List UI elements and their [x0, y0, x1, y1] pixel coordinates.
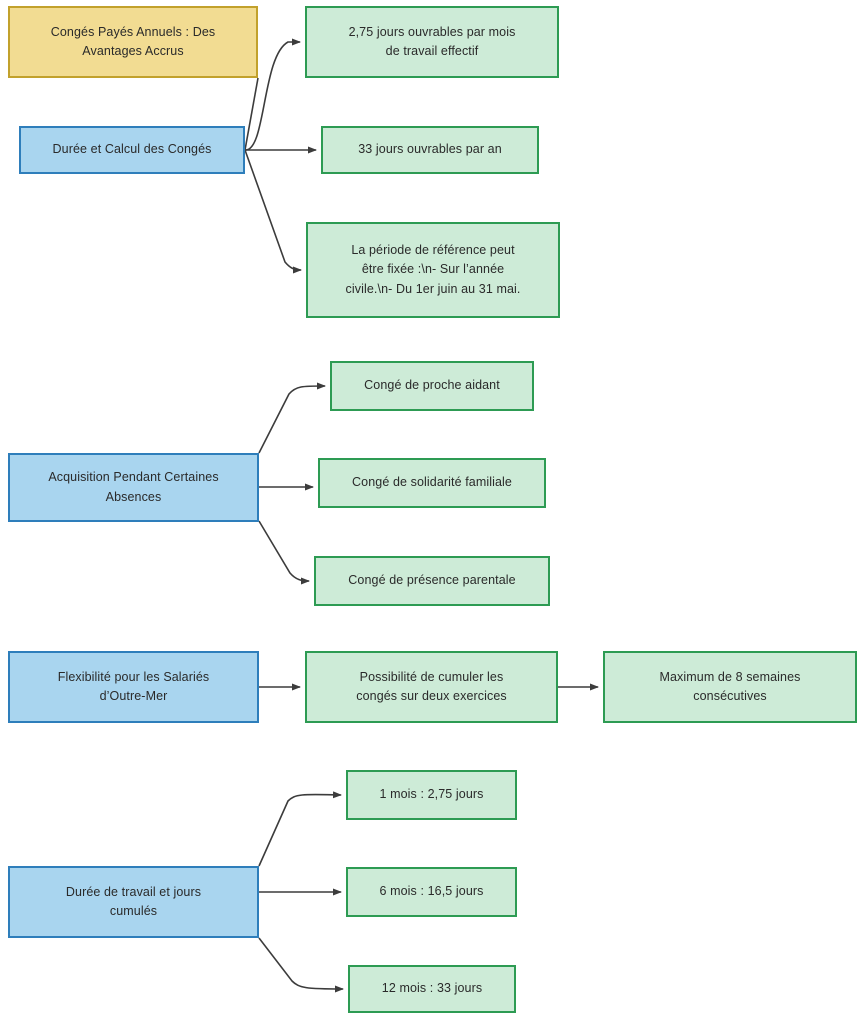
node-label: 12 mois : 33 jours	[381, 981, 483, 996]
node-detail-conge-proche-aidant[interactable]: Congé de proche aidant	[330, 361, 534, 411]
node-label: 2,75 jours ouvrables par mois de travail…	[348, 24, 516, 58]
node-detail-1-mois[interactable]: 1 mois : 2,75 jours	[346, 770, 517, 820]
node-label: 33 jours ouvrables par an	[358, 142, 502, 157]
edge-cat_cumules-to-d_12mois	[258, 937, 344, 993]
node-category-acquisition-absences[interactable]: Acquisition Pendant Certaines Absences	[8, 453, 259, 522]
node-label: Durée de travail et jours cumulés	[65, 884, 202, 918]
edge-cat_duree-to-root	[244, 77, 259, 151]
node-label: Congés Payés Annuels : Des Avantages Acc…	[50, 24, 216, 58]
node-label: 1 mois : 2,75 jours	[379, 787, 484, 802]
node-category-flexibilite-outre-mer[interactable]: Flexibilité pour les Salariés d’Outre-Me…	[8, 651, 259, 723]
node-label: Possibilité de cumuler les congés sur de…	[356, 669, 507, 703]
node-detail-33-jours[interactable]: 33 jours ouvrables par an	[321, 126, 539, 174]
node-label: Congé de solidarité familiale	[352, 475, 512, 490]
node-detail-275-jours[interactable]: 2,75 jours ouvrables par mois de travail…	[305, 6, 559, 78]
node-detail-conge-solidarite-familiale[interactable]: Congé de solidarité familiale	[318, 458, 546, 508]
edge-cat_duree-to-d_periode	[244, 149, 302, 274]
node-detail-6-mois[interactable]: 6 mois : 16,5 jours	[346, 867, 517, 917]
node-label: La période de référence peut être fixée …	[345, 242, 521, 296]
node-detail-cumuler-conges[interactable]: Possibilité de cumuler les congés sur de…	[305, 651, 558, 723]
node-root[interactable]: Congés Payés Annuels : Des Avantages Acc…	[8, 6, 258, 78]
node-detail-periode-reference[interactable]: La période de référence peut être fixée …	[306, 222, 560, 318]
edge-cat_absences-to-d_proche	[258, 382, 326, 454]
node-detail-12-mois[interactable]: 12 mois : 33 jours	[348, 965, 516, 1013]
edge-cat_absences-to-d_parentale	[258, 520, 310, 585]
node-label: Durée et Calcul des Congés	[52, 142, 212, 157]
node-label: 6 mois : 16,5 jours	[379, 884, 484, 899]
node-category-duree-travail-jours-cumules[interactable]: Durée de travail et jours cumulés	[8, 866, 259, 938]
node-detail-maximum-8-semaines[interactable]: Maximum de 8 semaines consécutives	[603, 651, 857, 723]
node-label: Acquisition Pendant Certaines Absences	[48, 470, 219, 504]
node-label: Maximum de 8 semaines consécutives	[659, 669, 801, 703]
edge-paths	[244, 38, 599, 993]
node-category-duree-calcul[interactable]: Durée et Calcul des Congés	[19, 126, 245, 174]
edge-cat_cumules-to-d_1mois	[258, 791, 342, 867]
node-label: Flexibilité pour les Salariés d’Outre-Me…	[57, 669, 210, 703]
node-label: Congé de proche aidant	[364, 378, 500, 393]
node-detail-conge-presence-parentale[interactable]: Congé de présence parentale	[314, 556, 550, 606]
node-label: Congé de présence parentale	[348, 573, 516, 588]
